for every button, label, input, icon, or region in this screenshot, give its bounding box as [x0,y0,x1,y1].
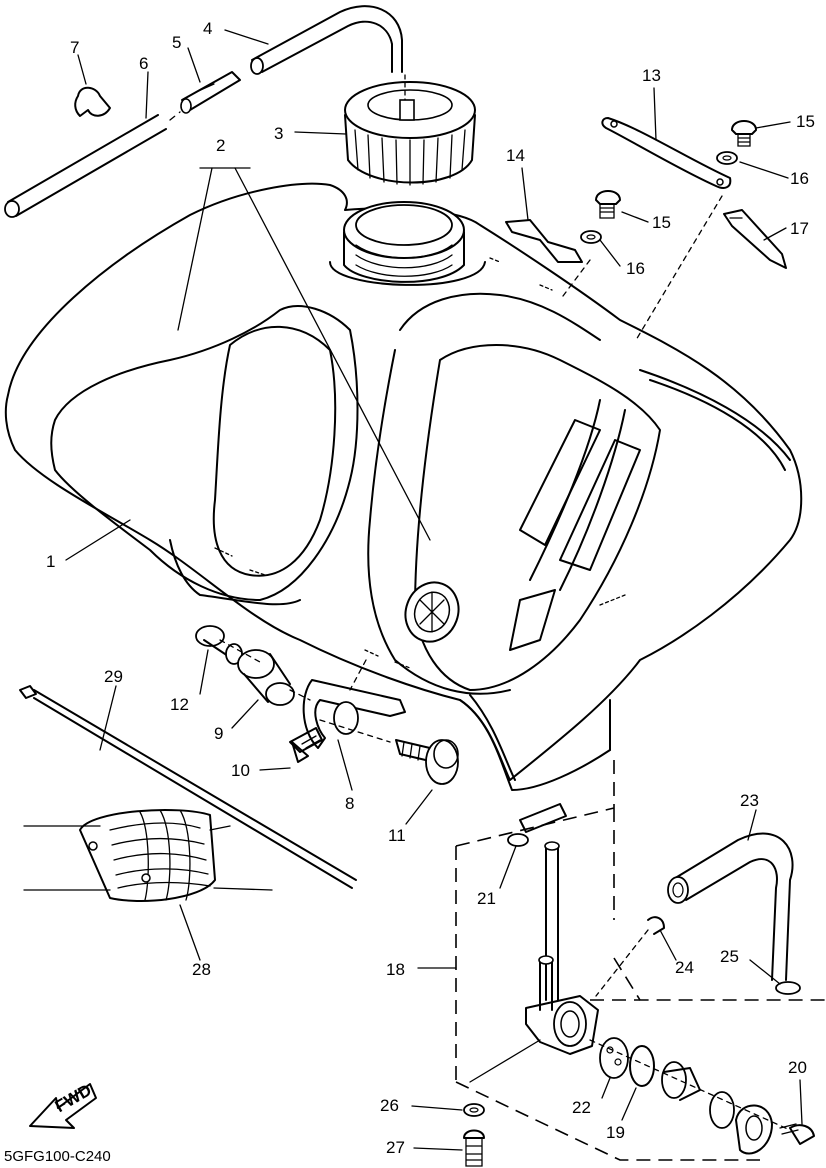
part-label-18: 18 [386,960,405,979]
washer-26 [463,1103,485,1117]
cable-tie-29 [19,685,357,889]
part-label-4: 4 [203,19,212,38]
part-label-7: 7 [70,38,79,57]
hose-6 [4,111,181,218]
bracket-8 [302,679,406,749]
part-label-13: 13 [642,66,661,85]
part-label-24: 24 [675,958,694,977]
grommet-12 [195,625,243,665]
part-label-19: 19 [606,1123,625,1142]
washer-16-upper [716,151,738,165]
leader-lines [65,29,803,1151]
part-label-27: 27 [386,1138,405,1157]
clip-24 [647,916,665,935]
o-ring-19 [629,1045,655,1087]
bracket-17 [723,209,787,269]
part-label-5: 5 [172,33,181,52]
screw-27 [463,1129,485,1167]
assembly-box-18 [455,760,826,1161]
fuel-cap [344,81,476,186]
fwd-label: FWD [52,1080,95,1116]
part-label-10: 10 [231,761,250,780]
part-label-8: 8 [345,794,354,813]
part-label-12: 12 [170,695,189,714]
plate-22 [599,1037,629,1079]
bolt-11 [395,739,459,785]
part-label-14: 14 [506,146,525,165]
damper-9 [237,649,295,706]
diagram-code: 5GFG100-C240 [4,1148,111,1165]
part-label-17: 17 [790,219,809,238]
part-label-23: 23 [740,791,759,810]
part-label-15b: 15 [652,213,671,232]
bracket-13 [601,117,732,189]
part-label-2: 2 [216,136,225,155]
part-label-26: 26 [380,1096,399,1115]
bolt-15-lower [595,190,621,219]
part-2-leaders [177,167,431,541]
washer-16-lower [580,230,602,244]
part-label-20: 20 [788,1058,807,1077]
check-valve-5 [180,71,241,114]
cover-28 [23,809,273,902]
part-label-1: 1 [46,552,55,571]
fwd-arrow-icon: FWD [29,1080,97,1129]
clip-7 [74,86,111,117]
part-label-16b: 16 [626,259,645,278]
part-label-9: 9 [214,724,223,743]
part-label-21: 21 [477,889,496,908]
part-label-11: 11 [388,826,406,845]
bolt-15-upper [731,120,757,147]
part-label-28: 28 [192,960,211,979]
fuel-hose-23 [667,832,794,981]
part-label-3: 3 [274,124,283,143]
bolt-10 [289,727,323,763]
bracket-14 [505,219,583,263]
clip-25 [775,981,801,995]
part-labels: 1 2 3 4 5 6 7 8 9 10 11 12 13 14 15 15 1… [46,19,815,1157]
fuel-tank [4,182,803,791]
lever-knob [661,1061,773,1155]
part-label-25: 25 [720,947,739,966]
part-label-6: 6 [139,54,148,73]
fuel-cock [507,803,599,1055]
part-label-16a: 16 [790,169,809,188]
part-label-22: 22 [572,1098,591,1117]
part-label-15a: 15 [796,112,815,131]
screw-20 [779,1123,815,1145]
breather-hose-4 [250,5,406,101]
part-label-29: 29 [104,667,123,686]
